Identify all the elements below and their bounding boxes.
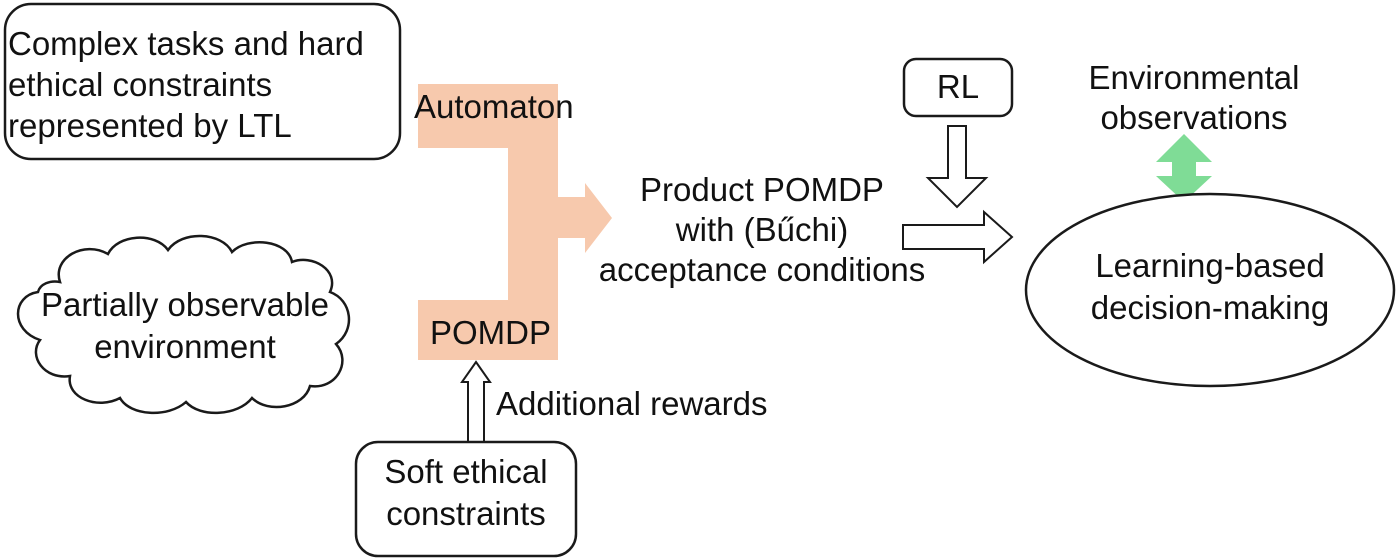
- decision-line-1: Learning-based: [1095, 247, 1325, 284]
- ltl-line-1: Complex tasks and hard: [8, 25, 364, 62]
- environment-line-2: environment: [94, 328, 276, 365]
- soft-constraints-box: [354, 440, 578, 558]
- soft-constraints-line-1: Soft ethical: [384, 453, 548, 490]
- ltl-line-3: represented by LTL: [8, 107, 292, 144]
- rewards-arrow: [460, 360, 492, 443]
- rl-label: RL: [936, 68, 980, 105]
- observations-line-1: Environmental: [1088, 59, 1300, 96]
- rl-down-arrow: [925, 125, 989, 209]
- additional-rewards-label: Additional rewards: [496, 385, 768, 422]
- soft-constraints-line-2: constraints: [386, 495, 546, 532]
- ltl-line-2: ethical constraints: [8, 66, 273, 103]
- product-line-3: acceptance conditions: [598, 251, 926, 288]
- merge-arrow: [418, 84, 612, 360]
- observation-double-arrow: [1156, 134, 1212, 202]
- environment-cloud: [16, 234, 351, 414]
- rl-box: [902, 57, 1014, 118]
- product-right-arrow: [902, 209, 1014, 265]
- observations-line-2: observations: [1100, 99, 1288, 136]
- product-line-1: Product POMDP: [640, 171, 884, 208]
- product-line-2: with (Bűchi): [675, 211, 849, 248]
- environment-line-1: Partially observable: [41, 286, 329, 323]
- automaton-label: Automaton: [414, 88, 574, 125]
- decision-line-2: decision-making: [1090, 289, 1330, 326]
- pomdp-label: POMDP: [430, 314, 552, 351]
- ltl-box: [3, 2, 402, 161]
- decision-ellipse: [1024, 192, 1396, 388]
